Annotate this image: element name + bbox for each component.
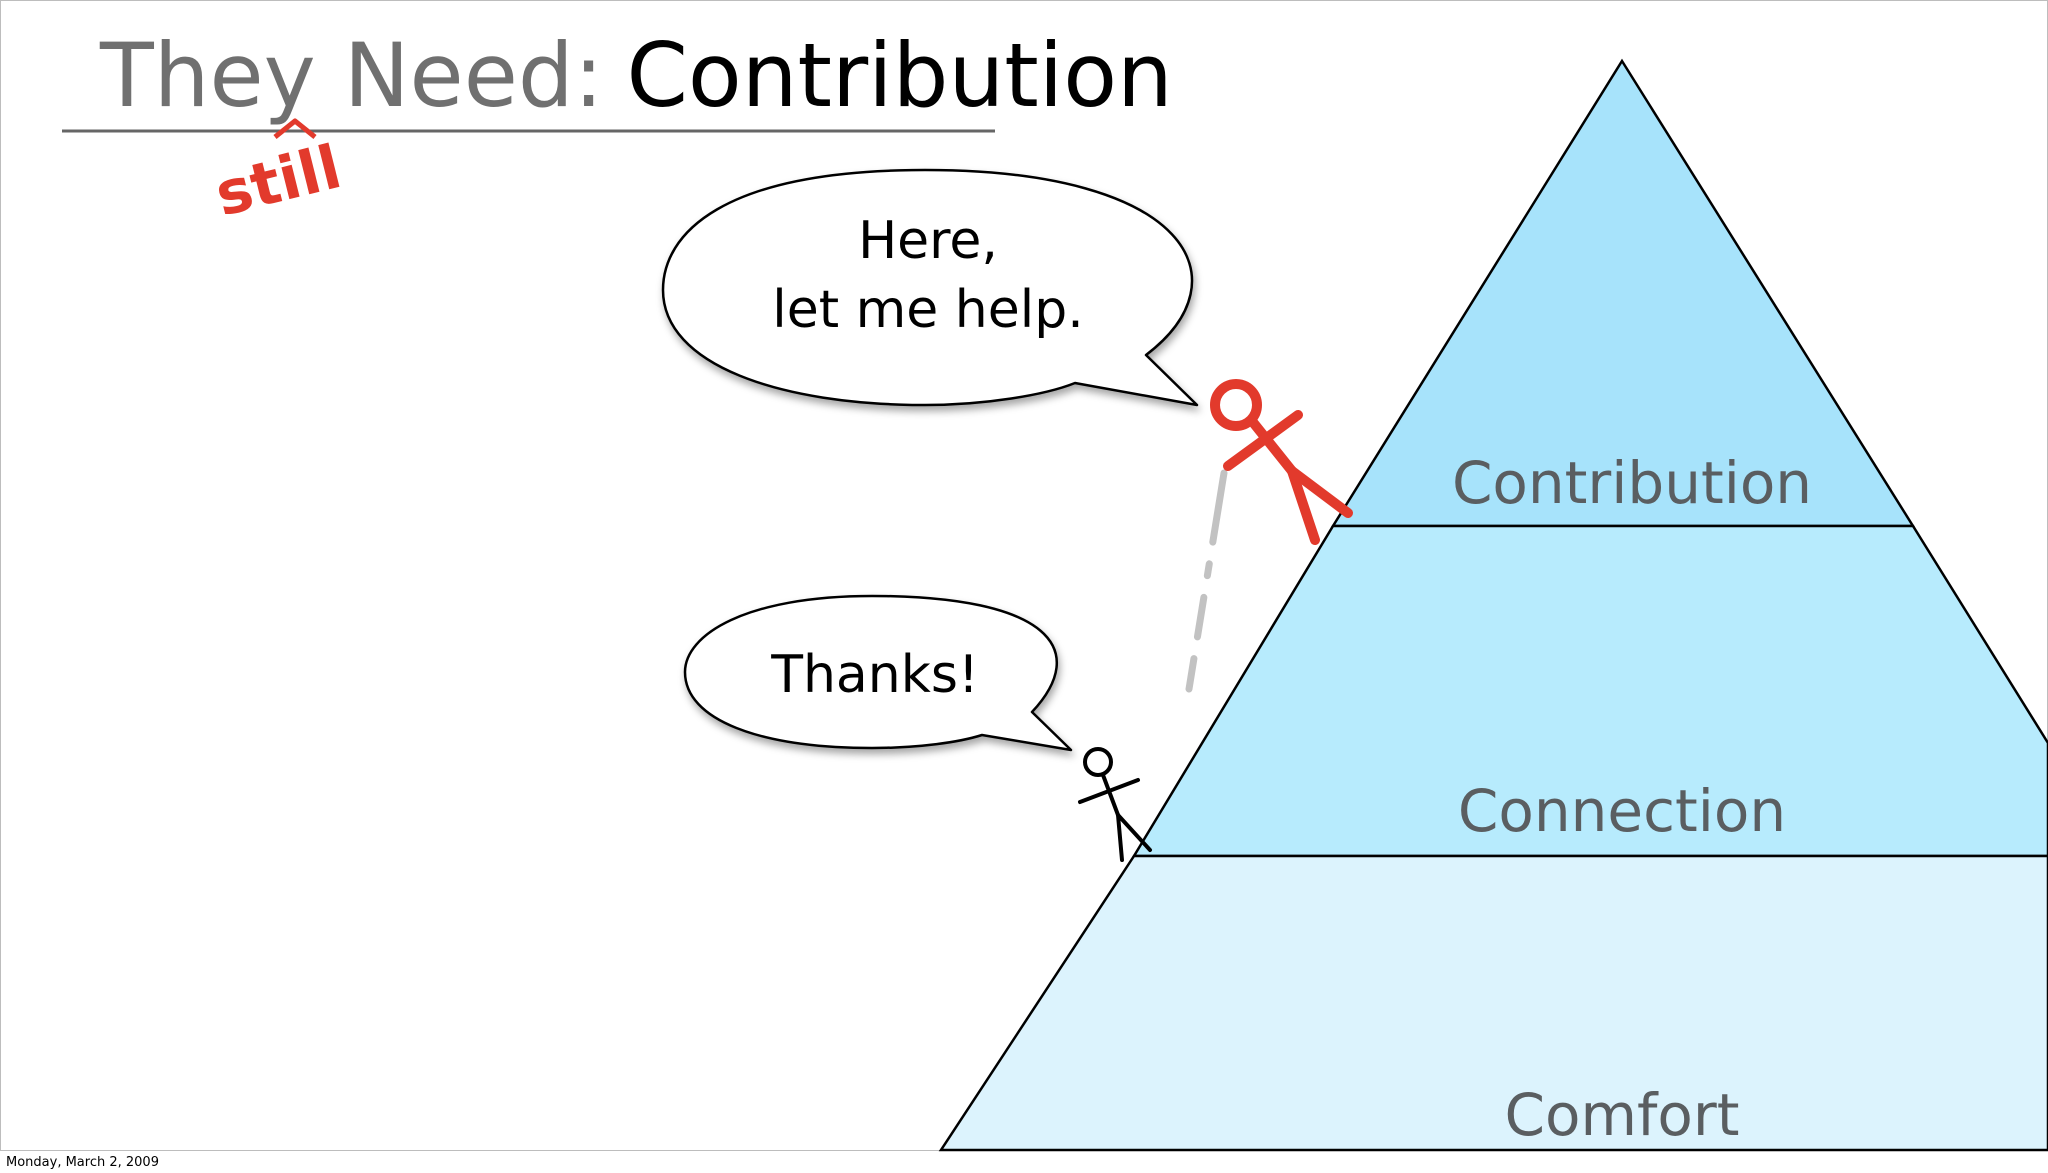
stick-figure-helper (1210, 379, 1353, 545)
speech-bubble-helper (661, 168, 1199, 407)
tier-label-contribution: Contribution (1452, 449, 1812, 517)
pyramid (938, 58, 2048, 1152)
title-main: Contribution (626, 24, 1172, 127)
receiver-bubble-text: Thanks! (770, 645, 979, 705)
climb-path-dashed (1185, 469, 1228, 693)
tier-label-connection: Connection (1458, 777, 1786, 845)
speech-bubble-receiver (683, 594, 1073, 752)
title-text: They Need: Contribution (99, 24, 1173, 127)
helper-bubble-line1: Here, (858, 211, 998, 271)
pyramid-tier-comfort (938, 854, 2048, 1152)
helper-bubble-line2: let me help. (772, 280, 1083, 340)
pyramid-tier-connection (1131, 524, 2048, 858)
insertion-caret-icon (273, 118, 317, 139)
stick-figure-receiver (1078, 747, 1152, 862)
title-prefix: They Need: (99, 24, 603, 127)
tier-label-comfort: Comfort (1505, 1081, 1740, 1149)
footer-date: Monday, March 2, 2009 (6, 1155, 159, 1170)
